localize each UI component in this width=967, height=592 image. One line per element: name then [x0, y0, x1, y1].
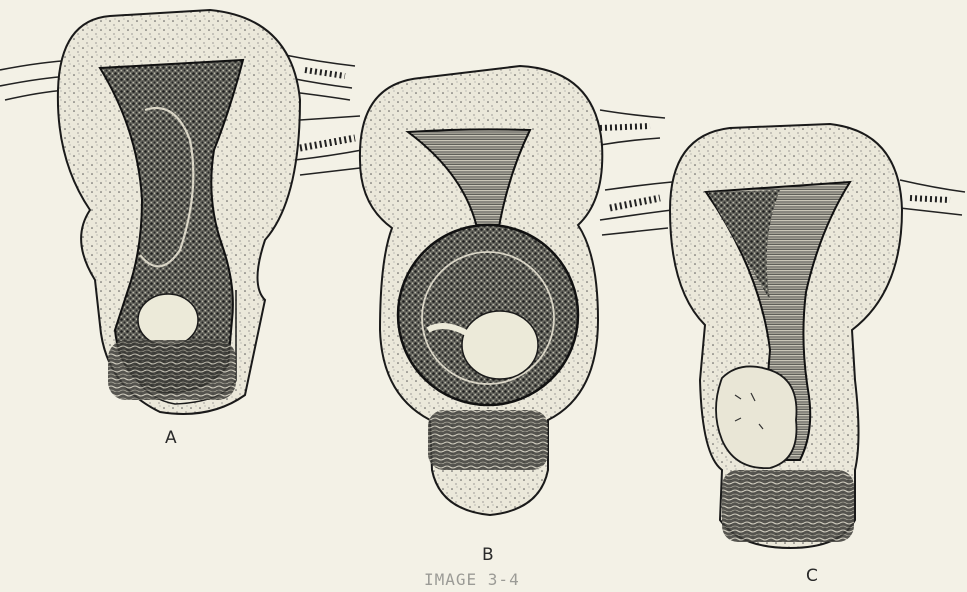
- vagina-a: [108, 340, 236, 400]
- vagina-b: [428, 410, 548, 470]
- panel-label-b: B: [482, 545, 494, 565]
- panel-a: [0, 10, 355, 414]
- panel-c: [600, 124, 965, 548]
- vesicle-b: [462, 311, 538, 379]
- figure-caption: IMAGE 3-4: [424, 570, 520, 589]
- vagina-c: [722, 470, 854, 542]
- panel-b: [295, 66, 665, 515]
- adnexa-right-c: [900, 180, 965, 215]
- panel-label-c: C: [806, 566, 818, 586]
- vesicle-a: [138, 294, 198, 346]
- adnexa-right-b: [600, 110, 665, 145]
- panel-label-a: A: [165, 428, 177, 448]
